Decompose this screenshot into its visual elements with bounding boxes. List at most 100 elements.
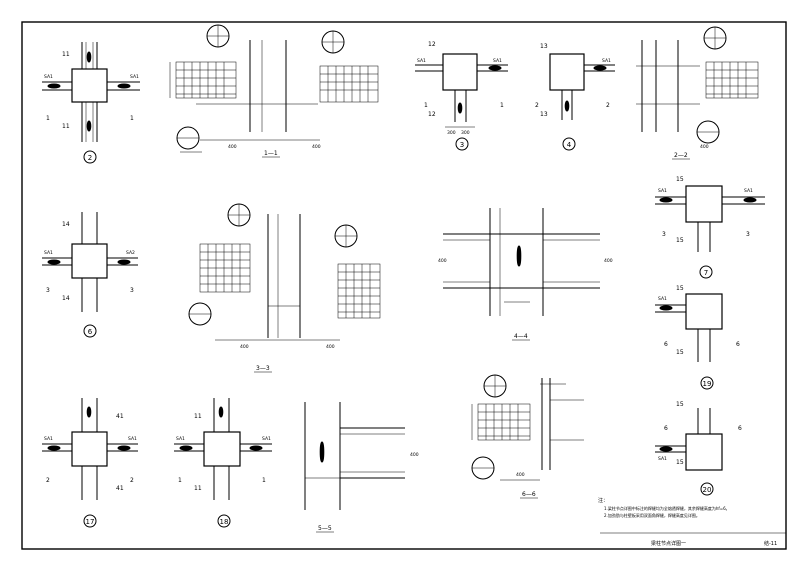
detail-6-cut-label: 14 (62, 221, 70, 228)
section-6-6-grid (477, 403, 531, 441)
section-1-1: 1—1 400 400 (169, 24, 379, 158)
section-3-3-dim: 400 (326, 344, 335, 350)
detail-4-cut-label: 13 (540, 43, 548, 50)
notes-line: 2.加劲肋与柱壁板采用双面角焊缝，焊缝高度见详图。 (604, 512, 700, 518)
detail-18-cut-label: 1 (262, 477, 266, 484)
detail-4-weld-label: SA1 (602, 58, 611, 64)
detail-7-cut-label: 3 (662, 231, 666, 238)
detail-6-cut-label: 14 (62, 295, 70, 302)
section-1-1-dim: 400 (312, 144, 321, 150)
detail-2-cut-label: 1 (46, 115, 50, 122)
detail-3-bubble: 3 (460, 141, 464, 149)
section-5-5-title: 5—5 (318, 525, 332, 532)
section-2-2: 2—2 400 (636, 26, 759, 160)
detail-17-bubble: 17 (86, 518, 95, 526)
section-6-6-title: 6—6 (522, 491, 536, 498)
sheet-border (21, 21, 787, 550)
detail-17-cut-label: 2 (130, 477, 134, 484)
detail-2-bubble: 2 (88, 154, 92, 162)
section-2-2-title: 2—2 (674, 152, 688, 159)
detail-20: 20 15 15 6 6 SA1 (655, 401, 742, 496)
section-6-6: 6—6 400 (471, 374, 584, 499)
detail-20-cut-label: 15 (676, 459, 684, 466)
detail-17-weld-label: SA1 (128, 436, 137, 442)
detail-18-cut-label: 1 (178, 477, 182, 484)
detail-7-cut-label: 15 (676, 237, 684, 244)
sheet-title: 梁柱节点详图一 (651, 540, 686, 547)
detail-20-bubble: 20 (703, 486, 712, 494)
detail-20-cut-label: 6 (738, 425, 742, 432)
detail-2-weld-label: SA1 (44, 74, 53, 80)
detail-3-cut-label: 12 (428, 111, 436, 118)
detail-3: 3 12 12 1 1 SA1 SA1 300 300 (415, 41, 508, 151)
detail-17-cut-label: 41 (116, 413, 124, 420)
detail-18-cut-label: 11 (194, 485, 202, 492)
detail-2-cut-label: 1 (130, 115, 134, 122)
notes-heading: 注： (598, 497, 608, 504)
section-1-1-dim: 400 (228, 144, 237, 150)
detail-7: 7 15 15 3 3 SA1 SA1 (655, 176, 765, 279)
detail-3-cut-label: 1 (424, 102, 428, 109)
detail-2-cut-label: 11 (62, 51, 70, 58)
section-2-2-grid (705, 61, 759, 99)
detail-3-weld-label: SA1 (417, 58, 426, 64)
section-1-1-right-grid (319, 65, 379, 103)
section-4-4-dim: 400 (438, 258, 447, 264)
section-3-3-left-grid (199, 243, 251, 293)
detail-4-cut-label: 13 (540, 111, 548, 118)
detail-3-dim: 300 (461, 130, 470, 136)
notes-line: 1.梁柱节点详图中标注的焊缝均为全熔透焊缝，其余焊缝高度为hf=6。 (604, 505, 730, 511)
detail-20-cut-label: 6 (664, 425, 668, 432)
detail-19-cut-label: 15 (676, 349, 684, 356)
detail-19-weld-label: SA1 (658, 296, 667, 302)
detail-2: 2 1 1 11 11 SA1 SA1 (42, 42, 140, 164)
detail-18-weld-label: SA1 (262, 436, 271, 442)
detail-6: 6 14 14 3 3 SA1 SA2 (42, 212, 138, 338)
section-3-3-dim: 400 (240, 344, 249, 350)
notes-block: 注： 1.梁柱节点详图中标注的焊缝均为全熔透焊缝，其余焊缝高度为hf=6。 2.… (598, 497, 730, 518)
detail-19-bubble: 19 (703, 380, 712, 388)
sheet-number: 结-11 (764, 540, 777, 547)
detail-6-bubble: 6 (88, 328, 93, 336)
detail-6-cut-label: 3 (130, 287, 134, 294)
detail-19-cut-label: 15 (676, 285, 684, 292)
detail-4-bubble: 4 (567, 141, 572, 149)
section-4-4: 4—4 400 400 (438, 208, 613, 341)
section-3-3: 3—3 400 400 (188, 203, 381, 373)
detail-6-cut-label: 3 (46, 287, 50, 294)
detail-17-cut-label: 2 (46, 477, 50, 484)
detail-3-dim: 300 (447, 130, 456, 136)
detail-20-weld-label: SA1 (658, 456, 667, 462)
detail-17-cut-label: 41 (116, 485, 124, 492)
detail-19-cut-label: 6 (736, 341, 740, 348)
section-2-2-dim: 400 (700, 144, 709, 150)
detail-4-cut-label: 2 (606, 102, 610, 109)
section-6-6-dim: 400 (516, 472, 525, 478)
detail-18: 18 11 11 1 1 SA1 SA1 (174, 398, 272, 528)
detail-17-weld-label: SA1 (44, 436, 53, 442)
section-1-1-left-grid (175, 61, 237, 99)
detail-7-weld-label: SA1 (744, 188, 753, 194)
detail-6-weld-label: SA1 (44, 250, 53, 256)
detail-17: 17 41 41 2 2 SA1 SA1 (42, 398, 138, 528)
detail-7-cut-label: 3 (746, 231, 750, 238)
detail-19-cut-label: 6 (664, 341, 668, 348)
detail-2-cut-label: 11 (62, 123, 70, 130)
detail-20-cut-label: 15 (676, 401, 684, 408)
detail-18-weld-label: SA1 (176, 436, 185, 442)
section-5-5: 5—5 400 (304, 402, 419, 533)
detail-3-cut-label: 12 (428, 41, 436, 48)
detail-7-cut-label: 15 (676, 176, 684, 183)
detail-18-cut-label: 11 (194, 413, 202, 420)
detail-2-weld-label: SA1 (130, 74, 139, 80)
detail-3-cut-label: 1 (500, 102, 504, 109)
detail-4-cut-label: 2 (535, 102, 539, 109)
detail-4: 4 13 13 2 2 SA1 (535, 43, 615, 151)
section-4-4-dim: 400 (604, 258, 613, 264)
section-5-5-dim: 400 (410, 452, 419, 458)
detail-19: 19 15 15 6 6 SA1 (655, 285, 740, 390)
detail-3-weld-label: SA1 (493, 58, 502, 64)
section-3-3-right-grid (337, 263, 381, 319)
